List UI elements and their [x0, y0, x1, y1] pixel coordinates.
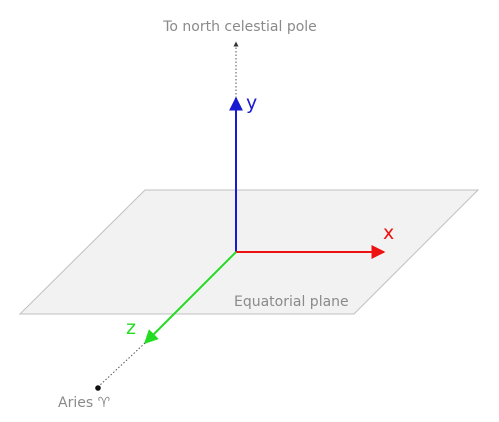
- z-axis-label: z: [126, 317, 136, 339]
- aries-point: [95, 385, 101, 391]
- pole-label: To north celestial pole: [162, 19, 317, 35]
- aries-guide-dotted: [98, 342, 146, 387]
- aries-label: Aries ♈: [58, 395, 111, 411]
- z-axis-arrow: [144, 251, 237, 344]
- plane-label: Equatorial plane: [234, 294, 349, 310]
- x-axis-label: x: [383, 222, 394, 244]
- y-axis-label: y: [246, 92, 257, 114]
